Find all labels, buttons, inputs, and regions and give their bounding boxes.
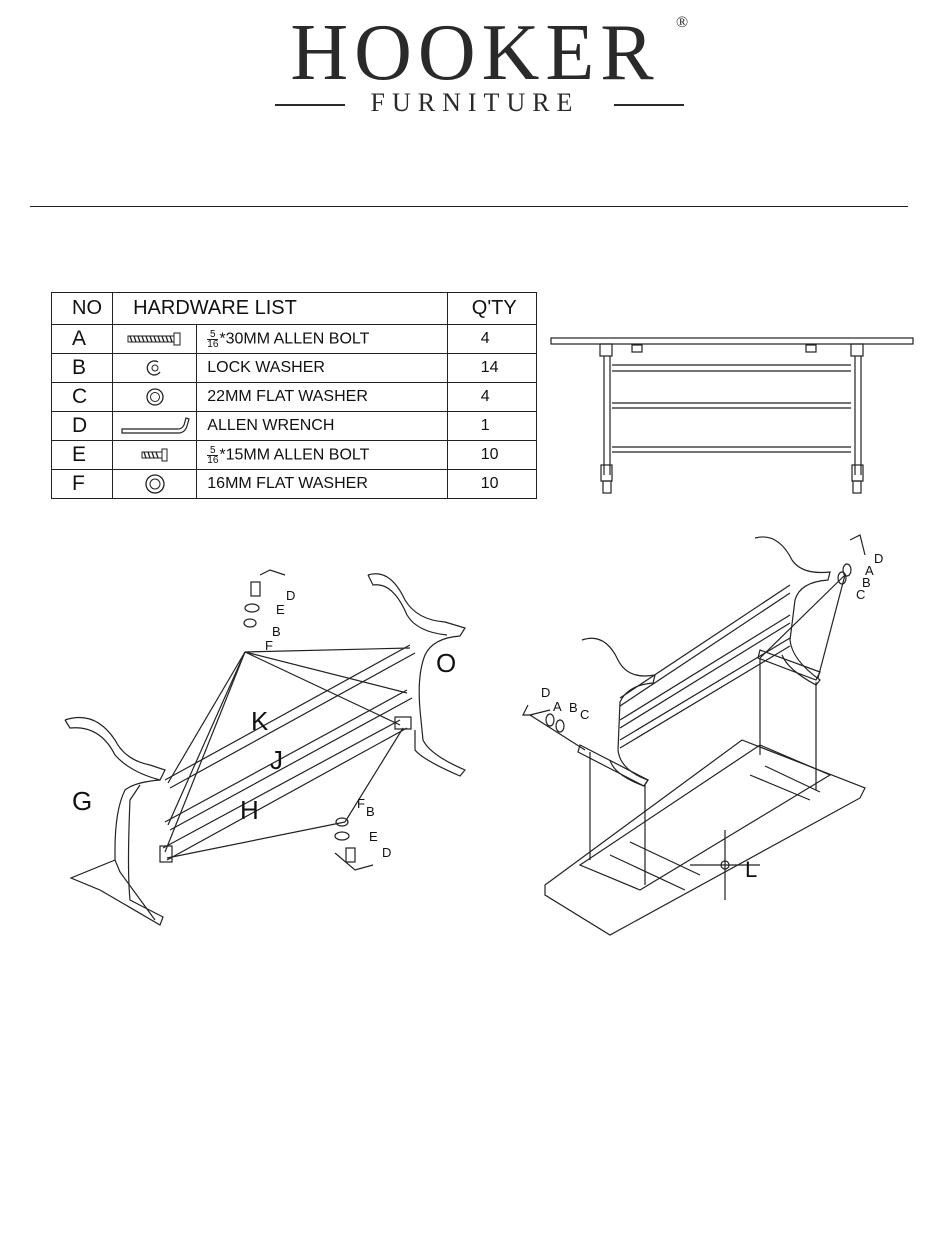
allen-wrench-icon <box>113 412 197 441</box>
row-no: F <box>52 470 113 499</box>
table-row: C 22MM FLAT WASHER 4 <box>52 383 537 412</box>
hardware-label-b-left: B <box>569 700 578 715</box>
hardware-label-e-lower: E <box>369 829 378 844</box>
part-label-g: G <box>72 786 92 817</box>
row-qty: 14 <box>447 354 536 383</box>
header-divider <box>30 206 908 207</box>
hardware-label-a-left: A <box>553 699 562 714</box>
row-description: 16MM FLAT WASHER <box>197 470 448 499</box>
table-row: F 16MM FLAT WASHER 10 <box>52 470 537 499</box>
hardware-label-d-upper: D <box>286 588 295 603</box>
registered-mark: ® <box>676 14 688 32</box>
header-hardware-list: HARDWARE LIST <box>113 293 448 325</box>
short-bolt-icon <box>113 441 197 470</box>
hardware-label-b-upper: B <box>272 624 281 639</box>
brand-sub: FURNITURE <box>0 88 950 118</box>
table-row: D ALLEN WRENCH 1 <box>52 412 537 441</box>
row-description: 22MM FLAT WASHER <box>197 383 448 412</box>
row-no: E <box>52 441 113 470</box>
hardware-label-d-left: D <box>541 685 550 700</box>
row-qty: 4 <box>447 325 536 354</box>
row-no: D <box>52 412 113 441</box>
row-no: B <box>52 354 113 383</box>
row-no: A <box>52 325 113 354</box>
hardware-label-b-lower: B <box>366 804 375 819</box>
row-qty: 4 <box>447 383 536 412</box>
row-no: C <box>52 383 113 412</box>
hardware-label-d-lower: D <box>382 845 391 860</box>
row-description: ALLEN WRENCH <box>197 412 448 441</box>
flat-washer-icon <box>113 383 197 412</box>
lock-washer-icon <box>113 354 197 383</box>
row-qty: 10 <box>447 441 536 470</box>
part-label-h: H <box>240 795 259 826</box>
table-row: B LOCK WASHER 14 <box>52 354 537 383</box>
hardware-label-f-upper: F <box>265 638 273 653</box>
logo-rule-right <box>614 104 684 106</box>
part-label-l: L <box>745 857 757 883</box>
hardware-label-e-upper: E <box>276 602 285 617</box>
row-qty: 1 <box>447 412 536 441</box>
part-label-o: O <box>436 648 456 679</box>
flat-washer-large-icon <box>113 470 197 499</box>
brand-name: HOOKER <box>0 8 950 98</box>
header-qty: Q'TY <box>447 293 536 325</box>
row-qty: 10 <box>447 470 536 499</box>
hardware-label-c-right: C <box>856 587 865 602</box>
hardware-label-d-right: D <box>874 551 883 566</box>
long-bolt-icon <box>113 325 197 354</box>
part-label-j: J <box>270 745 283 776</box>
part-label-k: K <box>251 706 268 737</box>
brand-logo: HOOKER ® FURNITURE <box>0 0 950 130</box>
table-header-row: NO HARDWARE LIST Q'TY <box>52 293 537 325</box>
row-description: LOCK WASHER <box>197 354 448 383</box>
side-view-diagram <box>548 335 916 497</box>
hardware-label-f-lower: F <box>357 796 365 811</box>
header-no: NO <box>52 293 113 325</box>
hardware-label-c-left: C <box>580 707 589 722</box>
